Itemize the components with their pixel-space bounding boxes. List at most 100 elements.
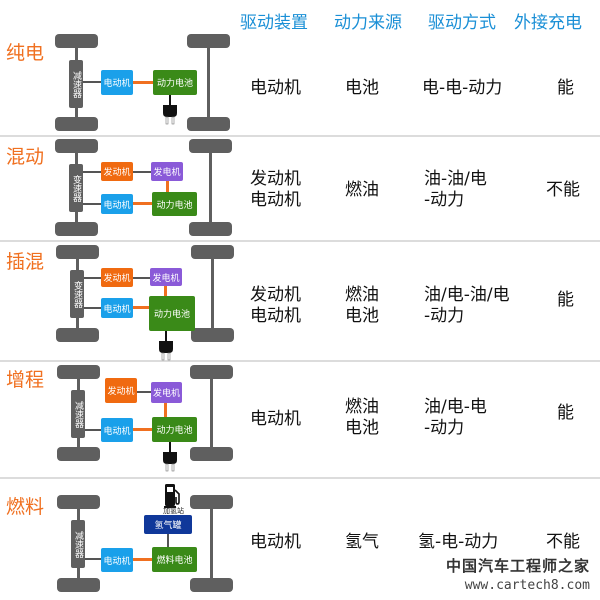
drive-mode-cell: 油-油/电-动力 bbox=[424, 169, 487, 211]
power-source-cell: 燃油 bbox=[345, 180, 379, 201]
drive-device-cell: 电动机 bbox=[250, 532, 301, 553]
cell-line: 电动机 bbox=[250, 409, 301, 429]
fuel-pump-icon bbox=[164, 484, 180, 508]
station-label: 加氢站 bbox=[163, 507, 184, 515]
connector bbox=[83, 203, 101, 205]
connector bbox=[166, 181, 169, 193]
gearbox-block: 减速器 bbox=[71, 390, 85, 438]
battery-block: 动力电池 bbox=[152, 417, 197, 442]
column-header-drive-device: 驱动装置 bbox=[240, 13, 308, 33]
column-header-power-source: 动力来源 bbox=[334, 13, 402, 33]
row-divider bbox=[0, 477, 600, 479]
wheel bbox=[55, 222, 98, 236]
power-source-cell: 燃油电池 bbox=[345, 285, 379, 327]
wheel bbox=[56, 245, 99, 259]
battery-block: 动力电池 bbox=[153, 70, 197, 95]
connector bbox=[84, 307, 101, 309]
connector bbox=[133, 81, 153, 84]
engine-block: 发动机 bbox=[101, 162, 133, 181]
gearbox-block: 减速器 bbox=[69, 60, 83, 108]
external-charge-cell: 能 bbox=[557, 290, 574, 310]
drive-device-cell: 电动机 bbox=[250, 78, 301, 99]
external-charge-cell: 不能 bbox=[546, 532, 580, 552]
external-charge-cell: 能 bbox=[557, 78, 574, 98]
generator-block: 发电机 bbox=[151, 382, 182, 403]
motor-block: 电动机 bbox=[101, 298, 133, 318]
cell-line: -动力 bbox=[424, 190, 465, 210]
column-header-drive-mode: 驱动方式 bbox=[428, 13, 496, 33]
axle bbox=[209, 153, 212, 223]
wheel bbox=[189, 139, 232, 153]
cell-line: 电动机 bbox=[250, 78, 301, 98]
wheel bbox=[187, 34, 230, 48]
cell-line: -动力 bbox=[424, 418, 465, 438]
motor-block: 电动机 bbox=[101, 194, 133, 214]
cell-line: 燃油 bbox=[345, 180, 379, 200]
connector bbox=[83, 81, 101, 83]
wheel bbox=[57, 365, 100, 379]
connector bbox=[85, 558, 101, 560]
wheel bbox=[190, 447, 233, 461]
plug-icon bbox=[163, 95, 177, 125]
connector bbox=[84, 277, 101, 279]
wheel bbox=[55, 34, 98, 48]
cell-line: 燃油 bbox=[345, 285, 379, 305]
cell-line: 电池 bbox=[345, 306, 379, 326]
external-charge-cell: 能 bbox=[557, 403, 574, 423]
fuel-cell-block: 燃料电池 bbox=[152, 547, 197, 572]
row-title: 燃料 bbox=[6, 496, 45, 518]
connector bbox=[164, 286, 167, 296]
motor-block: 电动机 bbox=[101, 418, 133, 442]
wheel bbox=[57, 495, 100, 509]
column-header-external-charge: 外接充电 bbox=[514, 13, 582, 33]
plug-icon bbox=[163, 442, 177, 472]
axle bbox=[207, 48, 210, 118]
cell-line: 氢-电-动力 bbox=[418, 532, 499, 552]
cell-line: 油-油/电 bbox=[424, 169, 487, 189]
drive-mode-cell: 氢-电-动力 bbox=[418, 532, 498, 553]
wheel bbox=[55, 139, 98, 153]
connector bbox=[133, 202, 152, 205]
generator-block: 发电机 bbox=[150, 268, 182, 286]
connector bbox=[133, 277, 150, 279]
row-title: 插混 bbox=[6, 251, 45, 273]
tank-block: 氢气罐 bbox=[144, 515, 192, 534]
connector bbox=[85, 429, 101, 431]
cell-line: 发动机 bbox=[250, 285, 301, 305]
wheel bbox=[56, 328, 99, 342]
connector bbox=[83, 171, 101, 173]
cell-line: 油/电-油/电 bbox=[424, 285, 510, 305]
cell-line: 电池 bbox=[345, 418, 379, 438]
cell-line: 电动机 bbox=[250, 190, 301, 210]
wheel bbox=[57, 447, 100, 461]
motor-block: 电动机 bbox=[101, 70, 133, 95]
wheel bbox=[57, 578, 100, 592]
row-divider bbox=[0, 240, 600, 242]
drive-device-cell: 发动机电动机 bbox=[250, 285, 301, 327]
row-divider bbox=[0, 135, 600, 137]
cell-line: 电-电-动力 bbox=[422, 78, 503, 98]
power-source-cell: 氢气 bbox=[345, 532, 379, 553]
connector bbox=[133, 428, 152, 431]
connector bbox=[133, 558, 152, 561]
cell-line: 油/电-电 bbox=[424, 397, 487, 417]
cell-line: 发动机 bbox=[250, 169, 301, 189]
row-title: 混动 bbox=[6, 146, 45, 168]
wheel bbox=[55, 117, 98, 131]
wheel bbox=[190, 495, 233, 509]
generator-block: 发电机 bbox=[151, 162, 183, 181]
connector bbox=[164, 403, 167, 417]
connector bbox=[133, 306, 149, 309]
wheel bbox=[190, 578, 233, 592]
connector bbox=[137, 391, 151, 393]
power-source-cell: 燃油电池 bbox=[345, 397, 379, 439]
battery-block: 动力电池 bbox=[149, 296, 195, 331]
row-title: 纯电 bbox=[6, 42, 45, 64]
row-divider bbox=[0, 360, 600, 362]
wheel bbox=[191, 328, 234, 342]
cell-line: -动力 bbox=[424, 306, 465, 326]
power-source-cell: 电池 bbox=[345, 78, 379, 99]
plug-icon bbox=[159, 331, 173, 361]
drive-mode-cell: 油/电-电-动力 bbox=[424, 397, 487, 439]
connector bbox=[133, 171, 151, 173]
